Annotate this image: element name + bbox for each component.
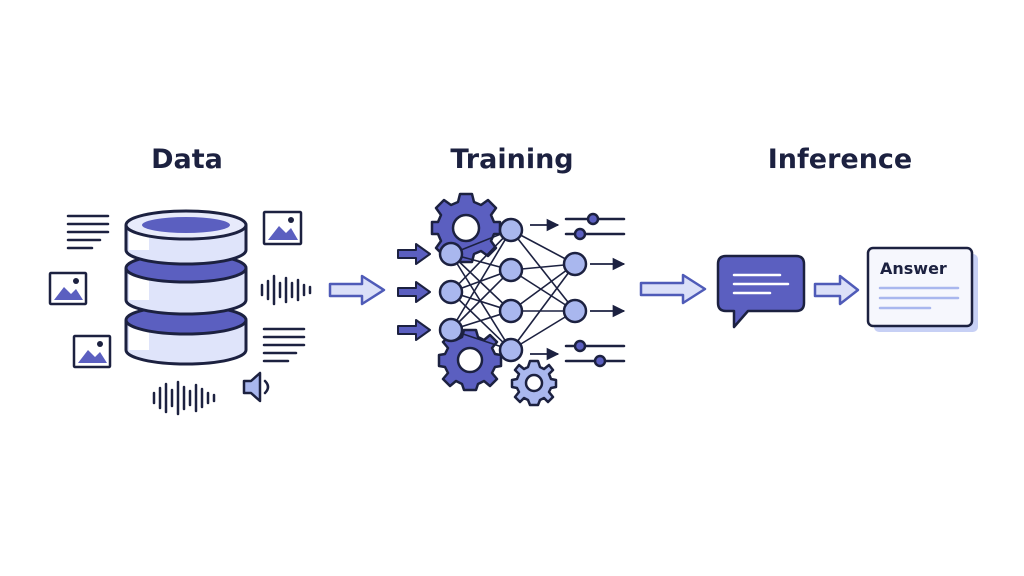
- document-lines-icon: [262, 327, 306, 363]
- input-arrow: [397, 243, 431, 341]
- gear-icon: [437, 328, 503, 392]
- audio-waveform-icon: [152, 380, 216, 416]
- answer-card-icon: [866, 246, 978, 332]
- right-arrow-icon: [328, 274, 386, 306]
- database-icon: [124, 209, 248, 366]
- stage-title-training: Training: [450, 144, 574, 175]
- gear-icon: [510, 359, 558, 407]
- chat-bubble-icon: [716, 254, 806, 329]
- speaker-icon: [242, 371, 270, 403]
- document-lines-icon: [66, 214, 110, 250]
- neural-network-icon: [438, 217, 626, 363]
- slider-control-icon: [564, 212, 626, 241]
- image-icon: [72, 334, 112, 369]
- answer-label: Answer: [880, 259, 947, 278]
- stage-title-inference: Inference: [767, 144, 913, 175]
- audio-waveform-icon: [260, 274, 312, 306]
- right-arrow-icon: [813, 274, 860, 306]
- slider-control-icon: [564, 339, 626, 368]
- image-icon: [48, 271, 88, 306]
- stage-title-data: Data: [151, 144, 223, 175]
- image-icon: [262, 210, 303, 246]
- right-arrow-icon: [639, 273, 707, 305]
